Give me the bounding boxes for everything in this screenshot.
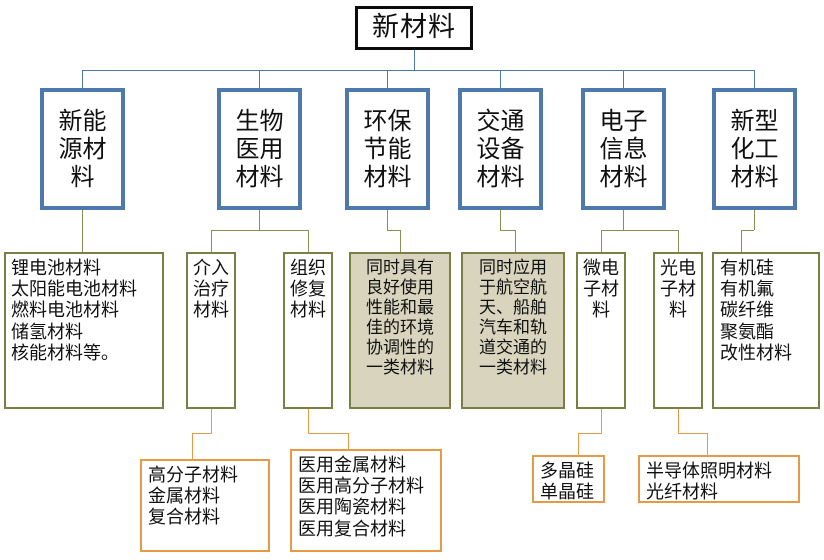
node-new-energy-detail-label: 锂电池材料 太阳能电池材料 燃料电池材料 储氢材料 核能材料等。 bbox=[11, 258, 137, 364]
node-eco-definition-label: 同时具有 良好使用 性能和最 佳的环境 协调性的 一类材料 bbox=[366, 258, 434, 379]
connector-electronic-drop-left bbox=[601, 230, 602, 252]
node-chemical-detail[interactable]: 有机硅 有机氟 碳纤维 聚氨酯 改性材料 bbox=[712, 252, 820, 409]
node-new-energy-materials[interactable]: 新能 源材 料 bbox=[40, 88, 125, 210]
node-transport-definition-label: 同时应用 于航空航 天、船舶 汽车和轨 道交通的 一类材料 bbox=[479, 258, 547, 379]
connector-eco-bus bbox=[387, 230, 400, 231]
node-chemical-detail-label: 有机硅 有机氟 碳纤维 聚氨酯 改性材料 bbox=[720, 258, 792, 364]
connector-optoelectronic-stem bbox=[678, 409, 679, 433]
connector-microelectronic-bus bbox=[578, 433, 602, 434]
connector-transport-bus bbox=[500, 230, 515, 231]
node-semiconductor-fiber-materials-label: 半导体照明材料 光纤材料 bbox=[646, 461, 772, 504]
node-tissue-repair-materials[interactable]: 组织 修复 材料 bbox=[283, 252, 333, 409]
node-tissue-repair-materials-label: 组织 修复 材料 bbox=[290, 258, 326, 322]
node-new-chemical-materials-label: 新型 化工 材料 bbox=[730, 106, 779, 192]
node-interventional-therapy-materials[interactable]: 介入 治疗 材料 bbox=[186, 252, 236, 409]
connector-chemical-drop bbox=[741, 230, 742, 252]
node-polymer-metal-composite-materials[interactable]: 高分子材料 金属材料 复合材料 bbox=[140, 459, 270, 552]
node-biomedical-materials[interactable]: 生物 医用 材料 bbox=[217, 88, 302, 210]
node-silicon-materials-label: 多晶硅 单晶硅 bbox=[540, 461, 594, 504]
connector-microelectronic-drop bbox=[578, 433, 579, 455]
connector-optoelectronic-bus bbox=[678, 433, 707, 434]
node-silicon-materials[interactable]: 多晶硅 单晶硅 bbox=[532, 455, 605, 503]
node-interventional-therapy-materials-label: 介入 治疗 材料 bbox=[193, 258, 229, 322]
node-eco-definition[interactable]: 同时具有 良好使用 性能和最 佳的环境 协调性的 一类材料 bbox=[349, 252, 451, 409]
connector-root-stem bbox=[414, 50, 415, 70]
connector-biomedical-stem bbox=[259, 210, 260, 230]
connector-chemical-stem bbox=[754, 210, 755, 230]
connector-chemical-bus bbox=[741, 230, 754, 231]
node-transport-equipment-materials[interactable]: 交通 设备 材料 bbox=[458, 88, 543, 210]
connector-optoelectronic-drop bbox=[707, 433, 708, 455]
connector-microelectronic-stem bbox=[601, 409, 602, 433]
connector-transport-stem bbox=[500, 210, 501, 230]
connector-eco-drop bbox=[400, 230, 401, 252]
node-eco-energysaving-materials-label: 环保 节能 材料 bbox=[363, 106, 412, 192]
node-root[interactable]: 新材料 bbox=[355, 6, 473, 50]
connector-tissue-drop bbox=[348, 433, 349, 449]
node-transport-definition[interactable]: 同时应用 于航空航 天、船舶 汽车和轨 道交通的 一类材料 bbox=[461, 252, 565, 409]
node-optoelectronic-materials[interactable]: 光电 子材 料 bbox=[653, 252, 703, 409]
node-transport-equipment-materials-label: 交通 设备 材料 bbox=[476, 106, 525, 192]
node-microelectronic-materials[interactable]: 微电 子材 料 bbox=[576, 252, 626, 409]
node-new-energy-detail[interactable]: 锂电池材料 太阳能电池材料 燃料电池材料 储氢材料 核能材料等。 bbox=[4, 252, 164, 409]
connector-tissue-bus bbox=[308, 433, 348, 434]
node-electronic-information-materials[interactable]: 电子 信息 材料 bbox=[581, 88, 666, 210]
connector-eco-stem bbox=[387, 210, 388, 230]
connector-level1-bus bbox=[82, 70, 754, 71]
connector-intervention-drop bbox=[192, 433, 193, 459]
connector-intervention-bus bbox=[192, 433, 212, 434]
node-new-energy-materials-label: 新能 源材 料 bbox=[58, 106, 107, 192]
connector-electronic-bus bbox=[601, 230, 678, 231]
connector-electronic-drop-right bbox=[678, 230, 679, 252]
connector-level1-drop-5 bbox=[623, 70, 624, 88]
connector-newenergy-to-child bbox=[82, 210, 83, 252]
connector-level1-drop-2 bbox=[259, 70, 260, 88]
node-polymer-metal-composite-materials-label: 高分子材料 金属材料 复合材料 bbox=[148, 465, 238, 529]
node-new-chemical-materials[interactable]: 新型 化工 材料 bbox=[712, 88, 797, 210]
connector-level1-drop-4 bbox=[500, 70, 501, 88]
node-semiconductor-fiber-materials[interactable]: 半导体照明材料 光纤材料 bbox=[638, 455, 800, 503]
connector-level1-drop-6 bbox=[754, 70, 755, 88]
connector-level1-drop-1 bbox=[82, 70, 83, 88]
node-optoelectronic-materials-label: 光电 子材 料 bbox=[660, 258, 696, 322]
connector-biomedical-bus bbox=[211, 230, 308, 231]
node-eco-energysaving-materials[interactable]: 环保 节能 材料 bbox=[345, 88, 430, 210]
node-biomedical-materials-label: 生物 医用 材料 bbox=[235, 106, 284, 192]
node-root-label: 新材料 bbox=[372, 12, 456, 44]
connector-biomedical-drop-left bbox=[211, 230, 212, 252]
connector-biomedical-drop-right bbox=[308, 230, 309, 252]
node-electronic-information-materials-label: 电子 信息 材料 bbox=[599, 106, 648, 192]
connector-transport-drop bbox=[515, 230, 516, 252]
connector-intervention-stem bbox=[211, 409, 212, 433]
node-medical-materials-list-label: 医用金属材料 医用高分子材料 医用陶瓷材料 医用复合材料 bbox=[298, 455, 424, 540]
node-microelectronic-materials-label: 微电 子材 料 bbox=[583, 258, 619, 322]
connector-electronic-stem bbox=[623, 210, 624, 230]
connector-level1-drop-3 bbox=[387, 70, 388, 88]
connector-tissue-stem bbox=[308, 409, 309, 433]
node-medical-materials-list[interactable]: 医用金属材料 医用高分子材料 医用陶瓷材料 医用复合材料 bbox=[290, 449, 442, 552]
